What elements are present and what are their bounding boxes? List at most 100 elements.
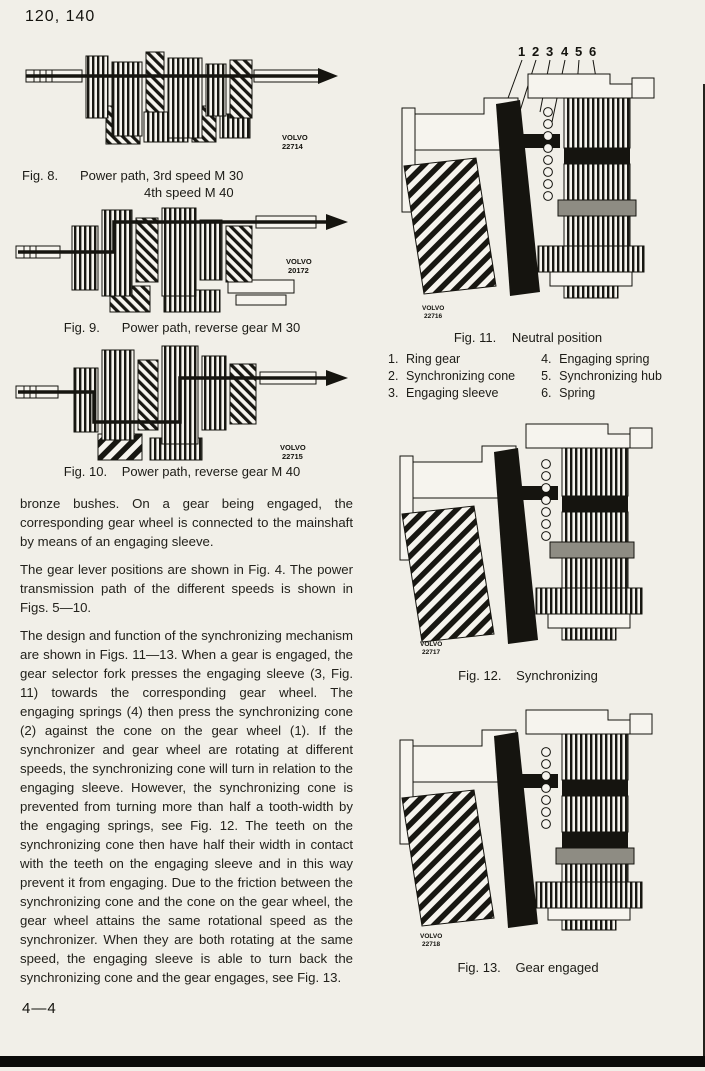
figure-9: VOLVO 20172	[14, 200, 350, 320]
callout-4: 4	[561, 44, 569, 59]
gear-stack	[537, 97, 645, 299]
legend-item: 1. Ring gear	[388, 352, 515, 366]
figure-10-caption: Fig. 10. Power path, reverse gear M 40	[14, 464, 350, 479]
synchronizer-drawing	[399, 709, 653, 931]
synchronizer-drawing	[399, 423, 653, 644]
hub-cap	[525, 423, 631, 449]
hub-cap	[527, 73, 633, 99]
hub-cap-step	[631, 77, 655, 99]
spring-column	[541, 459, 551, 541]
figure-12: VOLVO 22717	[378, 416, 678, 660]
black-bridge	[518, 774, 558, 788]
housing-step	[414, 97, 519, 151]
callout-6: 6	[589, 44, 596, 59]
caption-title: Power path, reverse gear M 40	[121, 464, 301, 479]
callout-numbers: 1 2 3 4 5 6	[518, 44, 596, 59]
hub-cap	[525, 709, 631, 735]
mainshaft-gears	[73, 345, 257, 445]
volvo-stamp-number: 22715	[282, 452, 303, 461]
legend-item-number: 6.	[541, 386, 552, 400]
legend-item: 2. Synchronizing cone	[388, 369, 515, 383]
fig8-drawing: VOLVO 22714	[25, 51, 338, 151]
caption-title: Power path, 3rd speed M 30	[80, 168, 244, 183]
legend-item-label: Synchronizing cone	[406, 369, 516, 383]
legend-column-left: 1. Ring gear 2. Synchronizing cone 3. En…	[388, 352, 515, 400]
legend-column-right: 4. Engaging spring 5. Synchronizing hub …	[541, 352, 662, 400]
paragraph-1: bronze bushes. On a gear being engaged, …	[20, 496, 353, 549]
body-text: bronze bushes. On a gear being engaged, …	[20, 494, 353, 996]
figure-13: VOLVO 22718	[378, 696, 678, 952]
mainshaft-gears	[71, 207, 253, 297]
gear-teeth	[537, 245, 645, 273]
power-path-arrow	[26, 68, 338, 84]
caption-title: Power path, reverse gear M 30	[121, 320, 301, 335]
legend-item-number: 4.	[541, 352, 552, 366]
hatched-block	[401, 505, 495, 643]
black-wedge	[494, 732, 538, 928]
volvo-stamp: VOLVO	[280, 443, 306, 452]
housing-step	[412, 729, 517, 783]
engaging-sleeve	[557, 199, 637, 217]
caption-label: Fig. 9.	[63, 320, 100, 335]
legend-item-number: 5.	[541, 369, 552, 383]
caption-label: Fig. 12.	[458, 668, 502, 683]
volvo-stamp-number: 20172	[288, 266, 309, 275]
gear-teeth	[535, 881, 643, 909]
black-wedge	[496, 100, 540, 296]
black-bridge	[518, 486, 558, 500]
gear-teeth	[535, 587, 643, 615]
legend-item-number: 3.	[388, 386, 399, 400]
caption-label: Fig. 11.	[453, 330, 497, 345]
scan-edge-line	[703, 84, 705, 1056]
figure-13-caption: Fig. 13. Gear engaged	[372, 960, 684, 975]
volvo-stamp: VOLVO	[420, 641, 442, 648]
black-bridge	[520, 134, 560, 148]
caption-title: Gear engaged	[515, 960, 599, 975]
volvo-stamp: VOLVO	[282, 133, 308, 142]
page-number: 4—4	[22, 1000, 57, 1017]
fig13-drawing: VOLVO 22718	[399, 709, 653, 948]
fig12-drawing: VOLVO 22717	[399, 423, 653, 656]
figure-12-caption: Fig. 12. Synchronizing	[372, 668, 684, 683]
fig10-drawing: VOLVO 22715	[15, 345, 348, 461]
legend-item-label: Ring gear	[406, 352, 461, 366]
figure-9-caption: Fig. 9. Power path, reverse gear M 30	[14, 320, 350, 335]
housing-step	[412, 445, 517, 499]
caption-title-line2: 4th speed M 40	[144, 185, 234, 200]
volvo-stamp-number: 22717	[422, 649, 440, 656]
figure-10: VOLVO 22715	[14, 338, 350, 464]
legend-item-label: Synchronizing hub	[559, 369, 662, 383]
figure-11-caption: Fig. 11. Neutral position	[372, 330, 684, 345]
figure-11-legend: 1. Ring gear 2. Synchronizing cone 3. En…	[388, 352, 688, 400]
spring-column	[541, 747, 551, 829]
power-path-arrow	[18, 214, 348, 254]
paragraph-2: The gear lever positions are shown in Fi…	[20, 562, 353, 615]
caption-title: Synchronizing	[516, 668, 598, 683]
page-header: 120, 140	[25, 8, 96, 25]
legend-item-label: Engaging spring	[559, 352, 650, 366]
volvo-stamp-number: 22714	[282, 142, 304, 151]
hatched-block	[401, 789, 495, 927]
paragraph-3: The design and function of the synchroni…	[20, 628, 353, 985]
gear-stack	[535, 447, 643, 641]
legend-item-number: 2.	[388, 369, 399, 383]
figure-8-caption: Fig. 8. Power path, 3rd speed M 30 4th s…	[22, 168, 344, 200]
volvo-stamp: VOLVO	[420, 933, 442, 940]
hub-cap-step	[629, 713, 653, 735]
countershaft-gears	[109, 279, 295, 313]
callout-1: 1	[518, 44, 525, 59]
spring-column	[543, 107, 553, 201]
hub-cap-step	[629, 427, 653, 449]
figure-11: 1 2 3 4 5 6	[372, 42, 684, 326]
black-wedge	[494, 448, 538, 644]
engaging-sleeve	[549, 541, 635, 559]
volvo-stamp-number: 22718	[422, 941, 440, 948]
volvo-stamp: VOLVO	[422, 305, 444, 312]
callout-2: 2	[532, 44, 539, 59]
legend-item: 4. Engaging spring	[541, 352, 662, 366]
caption-label: Fig. 13.	[457, 960, 501, 975]
hatched-block	[403, 157, 497, 295]
figure-8: VOLVO 22714	[22, 48, 344, 162]
fig11-drawing: 1 2 3 4 5 6	[401, 44, 655, 320]
